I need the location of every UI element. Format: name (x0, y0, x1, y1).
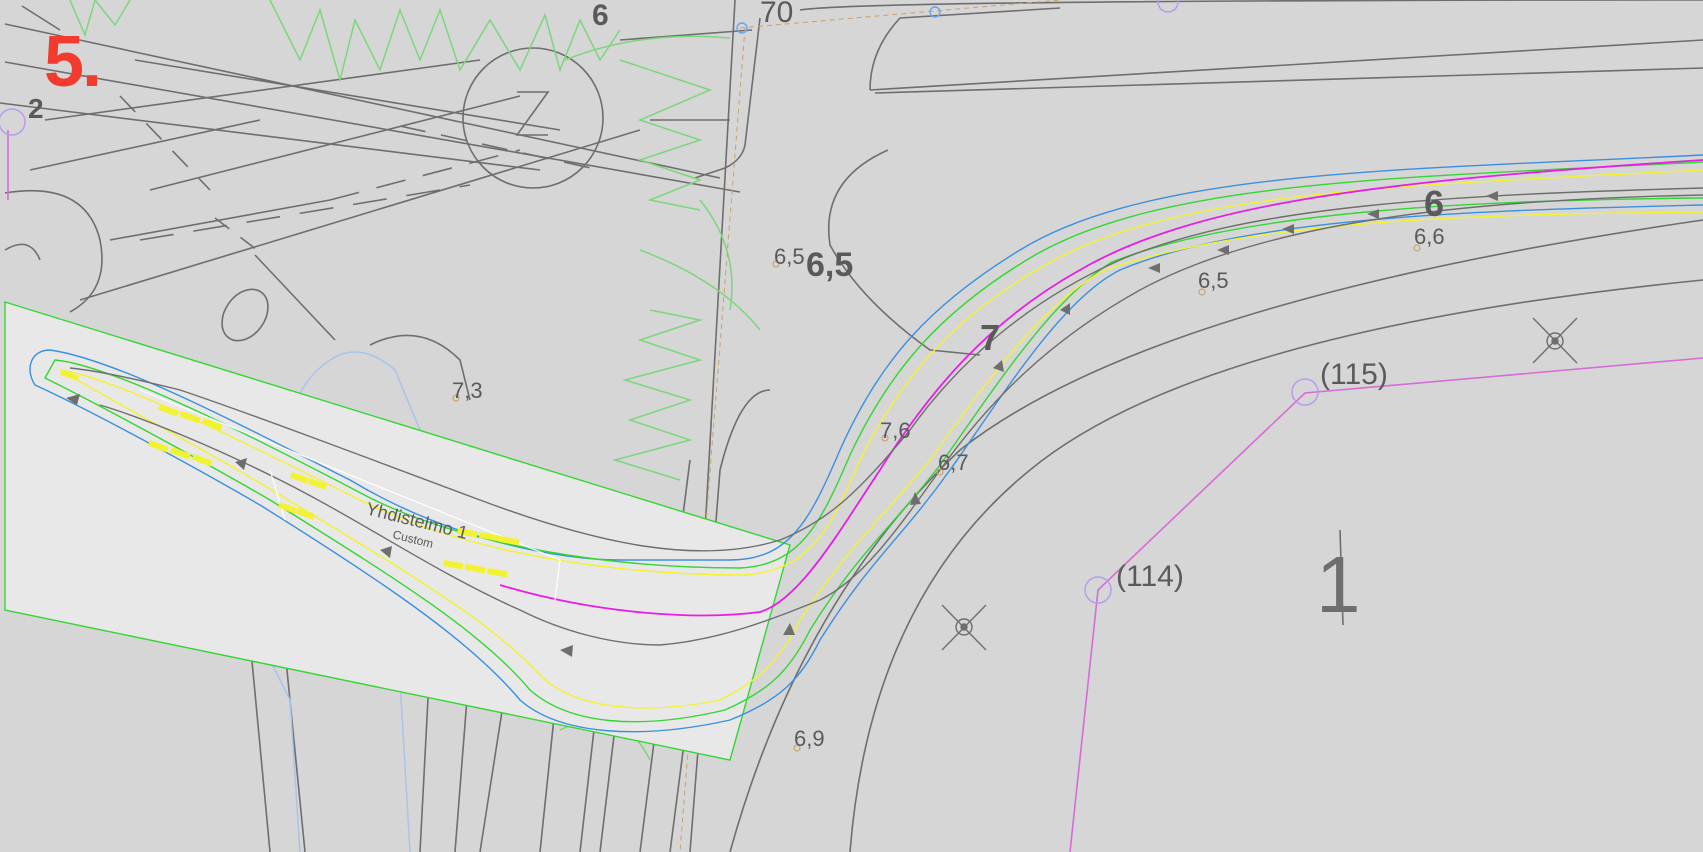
survey-marker (1532, 317, 1578, 364)
label-top-seventy: 70 (760, 0, 793, 29)
label-elevation: 6,9 (794, 726, 825, 751)
parcel-lines (7, 130, 1703, 852)
label-elevation: 7,3 (452, 378, 483, 403)
label-elevation: 6,7 (938, 450, 969, 475)
elevation-points (452, 244, 1421, 752)
label-elevation: 7,6 (880, 418, 911, 443)
label-parcel: (114) (1116, 560, 1184, 593)
label-contour: 6 (1424, 183, 1444, 224)
label-parcel: (115) (1320, 358, 1388, 391)
label-elevation: 6,5 (1198, 268, 1229, 293)
label-point-two: 2 (28, 93, 44, 124)
label-elevation: 6,6 (1414, 224, 1445, 249)
yellow-dash-markings (60, 370, 520, 578)
label-parcel-number: 1 (1316, 540, 1361, 629)
step-number: 5. (44, 22, 102, 102)
direction-arrows (66, 191, 1498, 657)
road-surface (4, 301, 791, 761)
swept-path-magenta (499, 159, 1703, 617)
label-elevation-large: 6,5 (806, 246, 853, 284)
swept-path-yellow (59, 169, 1703, 709)
parcel-markers (0, 0, 1319, 604)
label-elevation: 6,5 (774, 244, 805, 269)
wheel-path-lower (99, 194, 1703, 646)
road-markings-white (139, 389, 561, 601)
survey-marker (941, 604, 987, 651)
wheel-path-upper (69, 187, 1703, 552)
label-top-six: 6 (592, 0, 609, 32)
label-contour: 7 (980, 317, 1000, 358)
